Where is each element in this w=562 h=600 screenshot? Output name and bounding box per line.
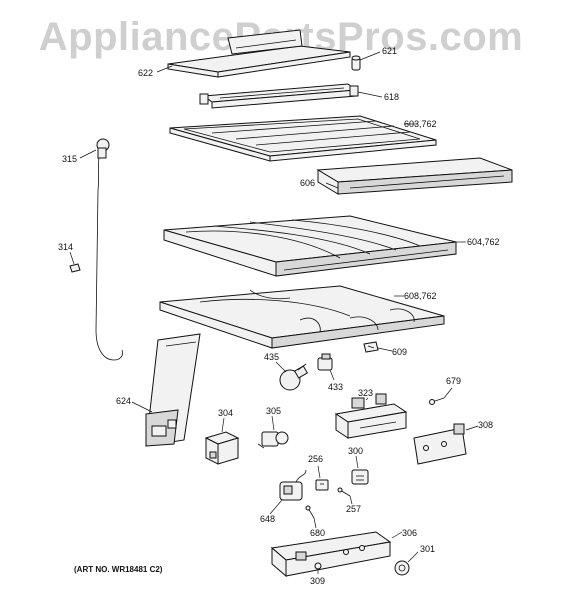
part-624-duct — [145, 333, 201, 447]
part-609-clip — [363, 341, 379, 353]
callout-315: 315 — [62, 154, 77, 164]
part-648-relay — [279, 469, 307, 501]
part-433-light-socket — [317, 353, 333, 371]
callout-622: 622 — [138, 68, 153, 78]
callout-257: 257 — [346, 504, 361, 514]
callout-603-762: 603,762 — [404, 119, 437, 129]
part-257-screw — [337, 487, 351, 497]
part-680-screw — [305, 505, 315, 519]
callout-648: 648 — [260, 514, 275, 524]
part-604-crisper-cover — [163, 215, 457, 277]
part-679-screw — [429, 397, 445, 405]
part-301-knob — [394, 560, 410, 576]
callout-309: 309 — [310, 576, 325, 586]
callout-618: 618 — [384, 92, 399, 102]
part-314-clip — [69, 263, 81, 273]
callout-306: 306 — [402, 528, 417, 538]
callout-308: 308 — [478, 420, 493, 430]
callout-301: 301 — [420, 544, 435, 554]
part-606-crisper-front — [316, 157, 513, 195]
part-304-relay-box — [204, 431, 240, 465]
callout-621: 621 — [382, 46, 397, 56]
callout-604-762: 604,762 — [467, 237, 500, 247]
callout-435: 435 — [264, 352, 279, 362]
part-305-thermostat — [257, 431, 289, 449]
callout-256: 256 — [308, 454, 323, 464]
part-435-light-bulb — [279, 363, 309, 391]
part-621-connector — [351, 55, 361, 71]
part-608-drawer-cover — [159, 285, 445, 349]
callout-606: 606 — [300, 178, 315, 188]
part-323-control-housing — [334, 393, 408, 439]
callout-305: 305 — [266, 406, 281, 416]
callout-608-762: 608,762 — [404, 291, 437, 301]
callout-433: 433 — [328, 382, 343, 392]
part-603-shelf — [169, 115, 437, 162]
callout-609: 609 — [392, 347, 407, 357]
part-315-water-tube — [95, 138, 123, 361]
art-number: (ART NO. WR18481 C2) — [74, 565, 163, 574]
part-618-light-rail — [199, 83, 359, 109]
callout-314: 314 — [58, 242, 73, 252]
part-309-screw — [314, 562, 322, 570]
callout-304: 304 — [218, 408, 233, 418]
callout-300: 300 — [348, 446, 363, 456]
part-256-connector — [315, 479, 329, 491]
callout-624: 624 — [116, 396, 131, 406]
part-306-control-bracket — [270, 531, 392, 578]
callout-323: 323 — [358, 388, 373, 398]
part-622-top-cover — [167, 29, 351, 78]
part-308-bracket — [413, 423, 467, 465]
part-300-overload — [351, 469, 369, 485]
callout-680: 680 — [310, 528, 325, 538]
callout-679: 679 — [446, 376, 461, 386]
